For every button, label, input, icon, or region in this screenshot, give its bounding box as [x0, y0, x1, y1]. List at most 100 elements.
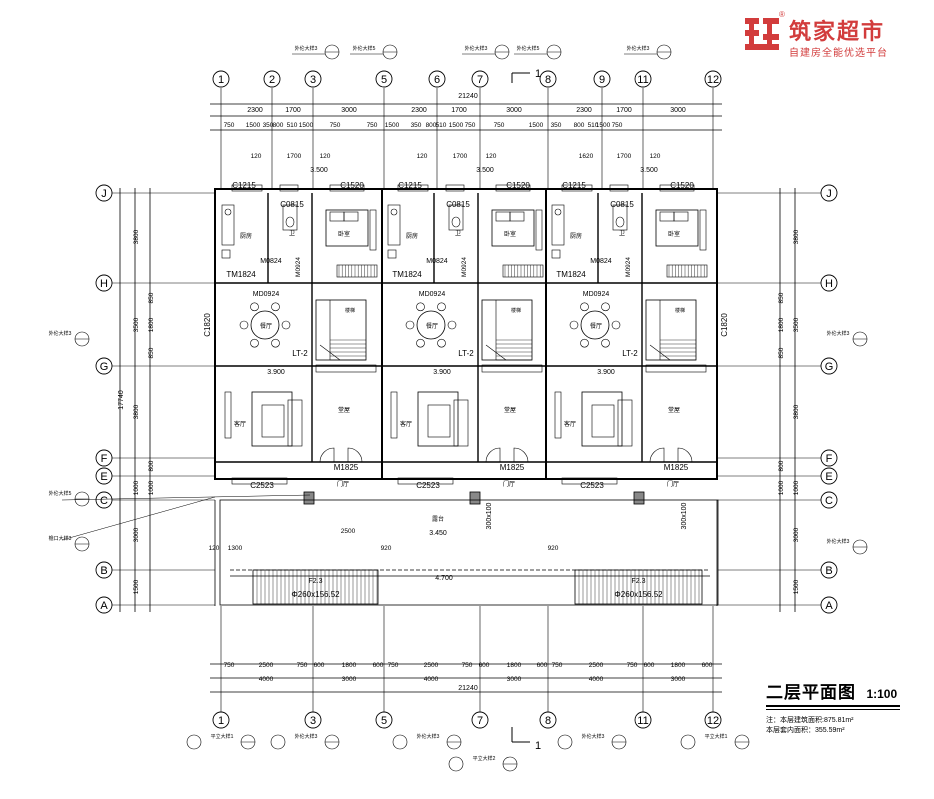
top-dim-1: 3000	[670, 107, 686, 114]
top-dim-2: 750	[465, 122, 476, 129]
bottom-dim-2: 4000	[424, 676, 439, 683]
bottom-dim-1: 750	[462, 662, 473, 669]
label-win-front: C2523	[580, 481, 604, 490]
kitchen-counter	[221, 204, 235, 246]
window-kitchen	[397, 184, 429, 192]
axis-left-A-label: A	[100, 600, 108, 612]
top-dim-2: 1500	[299, 122, 314, 129]
axis-left-G-circle	[95, 357, 113, 375]
top-dim-2: 750	[494, 122, 505, 129]
bottom-dim-2: 3000	[342, 676, 357, 683]
toilet-icon	[285, 216, 295, 228]
callout-text: 外伦大样3	[49, 330, 72, 337]
top-dim-1: 1700	[616, 107, 632, 114]
chair-icon	[281, 320, 291, 330]
label-dining: 餐厅	[260, 322, 272, 330]
label-door-toilet: M0924	[295, 257, 302, 277]
bottom-dim-2: 3000	[507, 676, 522, 683]
right-dim-inner: 850	[778, 292, 785, 303]
chair-icon	[405, 320, 415, 330]
top-dim-2: 1500	[246, 122, 261, 129]
label-door-dining: MD0924	[583, 291, 610, 298]
bottom-dim-1: 750	[552, 662, 563, 669]
door-swing-icon	[485, 447, 501, 463]
terrace-area: F2.3Φ260x156.52F2.3Φ260x156.52露台3.4504.7…	[209, 499, 719, 606]
axis-bottom-1-circle	[212, 711, 230, 729]
terrace-outline	[219, 499, 719, 606]
label-stair-name: 楼梯	[511, 307, 521, 314]
top-dim-2: 750	[224, 122, 235, 129]
axis-left-B-circle	[95, 561, 113, 579]
label-terrace: 露台	[432, 515, 444, 523]
top-dim-2: 350	[411, 122, 422, 129]
chair-icon	[601, 302, 610, 312]
axis-left-B-label: B	[100, 565, 107, 577]
toilet-icon	[615, 216, 625, 228]
label-bedroom: 卧室	[338, 230, 350, 238]
label-kitchen: 厨房	[406, 232, 418, 240]
label-roof-column: Φ260x156.52	[614, 590, 663, 599]
logo-subtitle: 自建房全能优选平台	[789, 48, 888, 59]
top-dim-2: 1500	[385, 122, 400, 129]
window-hall	[315, 364, 377, 373]
left-dim-inner: 800	[148, 460, 155, 471]
label-stair: LT-2	[292, 349, 308, 358]
axis-right-J-label: J	[826, 188, 832, 200]
bottom-dim-1: 600	[479, 662, 490, 669]
left-dim-inner: 1000	[148, 480, 155, 495]
label-win-kitchen: C1215	[232, 181, 256, 190]
label-door-kitchen: TM1824	[226, 270, 256, 279]
callout-text: 平立大样1	[211, 733, 234, 740]
axis-top-11-label: 11	[637, 74, 648, 86]
top-dim-2: 510	[436, 122, 447, 129]
axis-top-2-label: 2	[269, 74, 275, 86]
label-roof-slope: F2.3	[631, 578, 645, 585]
bottom-dim-1: 600	[314, 662, 325, 669]
axis-right-B-circle	[820, 561, 838, 579]
label-elev-roof: 3.500	[310, 167, 328, 174]
axis-right-A-label: A	[825, 600, 833, 612]
label-side-window-left: C1820	[203, 313, 212, 337]
window-bedroom	[659, 184, 695, 192]
total-dim-bottom: 21240	[458, 685, 478, 692]
top-dim-1: 3000	[341, 107, 357, 114]
label-bedroom: 卧室	[668, 230, 680, 238]
label-toilet: 卫	[455, 230, 461, 237]
axis-top-7-circle	[471, 70, 489, 88]
label-stair: LT-2	[622, 349, 638, 358]
right-dim-mid: 3000	[793, 527, 800, 542]
callout-text: 外伦大样3	[295, 45, 318, 52]
sofa-outline	[581, 391, 623, 447]
window-toilet	[609, 184, 629, 192]
axis-left-C-circle	[95, 491, 113, 509]
bottom-dim-1: 600	[537, 662, 548, 669]
nightstand-box	[699, 209, 707, 251]
label-bedroom: 卧室	[504, 230, 516, 238]
top-dim-1: 2300	[576, 107, 592, 114]
label-door-toilet: M0924	[461, 257, 468, 277]
bottom-dim-1: 600	[702, 662, 713, 669]
left-dim-inner: 1800	[148, 317, 155, 332]
axis-left-H-circle	[95, 274, 113, 292]
top-dim-2: 750	[330, 122, 341, 129]
sofa-arm	[287, 399, 303, 447]
label-door-bed: M0824	[426, 258, 448, 265]
top-dim-1: 2300	[247, 107, 263, 114]
window-bedroom	[495, 184, 531, 192]
top-dim-2: 800	[273, 122, 284, 129]
axis-bottom-3-label: 3	[310, 715, 316, 727]
label-roof-column: Φ260x156.52	[291, 590, 340, 599]
axis-left-G-label: G	[100, 361, 109, 373]
axis-bottom-11-label: 11	[637, 715, 648, 727]
right-dim-inner: 800	[778, 460, 785, 471]
bottom-dim-1: 750	[388, 662, 399, 669]
stair-box	[315, 299, 367, 361]
label-dim-top: 120	[650, 153, 661, 160]
right-dim-mid: 3500	[793, 317, 800, 332]
label-dim-top: 1620	[579, 153, 594, 160]
axis-top-1-label: 1	[218, 74, 224, 86]
axis-bottom-3-circle	[304, 711, 322, 729]
label-elev-roof: 3.500	[476, 167, 494, 174]
